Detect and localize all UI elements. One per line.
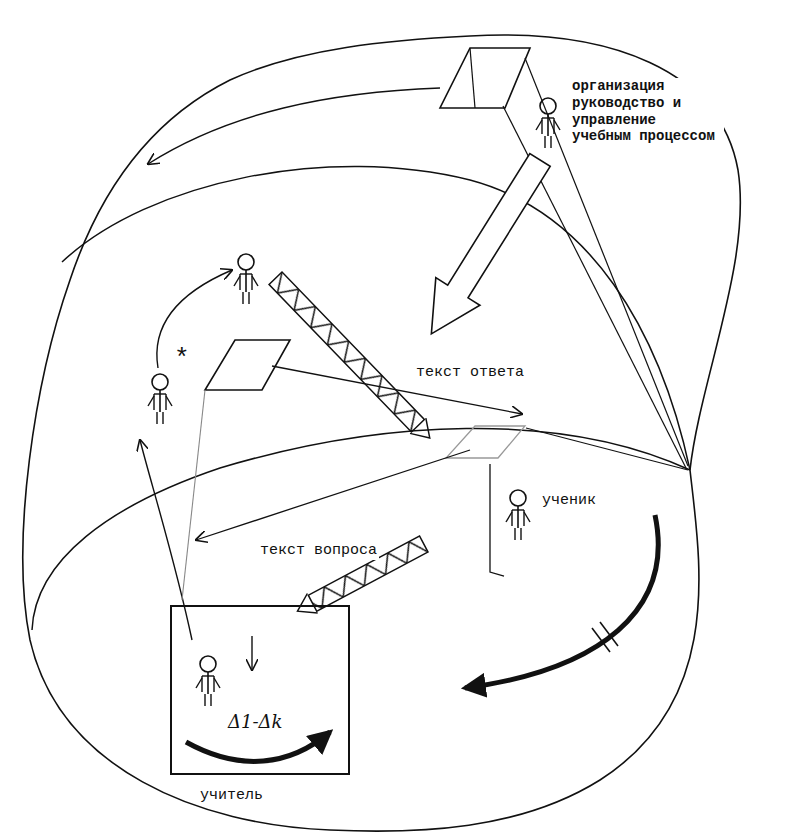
star-mark: * [172, 346, 192, 372]
parallelogram [205, 340, 290, 390]
faint-parallelogram [446, 426, 525, 458]
outer-contour [23, 35, 740, 831]
curved-arrow [140, 440, 192, 640]
figure-label: ученик [540, 492, 598, 510]
student-figure [506, 490, 530, 540]
curved-arrow [148, 88, 440, 164]
teacher-box: Δ1-Δkучитель [170, 605, 350, 775]
leader-line [182, 390, 205, 600]
arrow-line [196, 450, 470, 540]
top-parallelogram [440, 48, 530, 108]
management-note: организация руководство и управление уче… [570, 78, 724, 145]
hatched-arrow [268, 271, 438, 446]
parallelogram-diagonal [470, 48, 475, 108]
down-arrow [251, 636, 252, 670]
manager-figure [536, 98, 560, 148]
student-figure-upper [234, 254, 258, 304]
hollow-arrow [409, 146, 562, 347]
thick-arrow [465, 515, 658, 688]
leader-line [526, 428, 688, 470]
break-mark [600, 622, 618, 646]
lower-contour [32, 428, 690, 630]
thick-arrow [186, 732, 330, 761]
box-heading: учитель [200, 787, 263, 804]
teacher-figure [196, 656, 220, 706]
arrow-label: текст ответа [414, 364, 526, 382]
arrow-label: текст вопроса [258, 542, 379, 560]
bracket-line [490, 464, 504, 576]
curved-arrow [157, 270, 232, 368]
middle-contour [62, 166, 690, 470]
student-figure-star [148, 374, 172, 424]
delta-range: Δ1-Δk [228, 711, 282, 732]
